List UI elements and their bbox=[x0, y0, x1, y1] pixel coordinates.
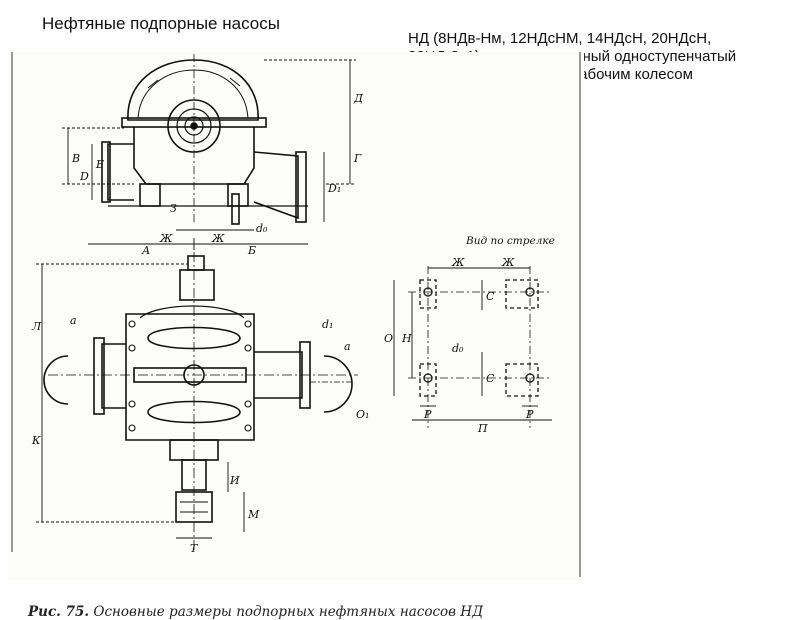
dim-G: Г bbox=[353, 152, 362, 165]
suction-nozzle bbox=[101, 343, 126, 409]
dim-I: И bbox=[229, 474, 240, 487]
side-view-dimensions bbox=[62, 59, 356, 250]
pump-casing-plan bbox=[125, 313, 255, 441]
suction-branch bbox=[107, 143, 134, 201]
arrow-view bbox=[408, 266, 552, 428]
discharge-diffuser bbox=[253, 151, 299, 220]
dim-K: К bbox=[31, 434, 41, 447]
dim-B: Б bbox=[247, 244, 256, 257]
right-arc bbox=[323, 355, 353, 413]
dim-O1: O₁ bbox=[356, 408, 369, 421]
dim-vS2: С bbox=[486, 372, 495, 385]
dim-Zh1: Ж bbox=[159, 232, 173, 245]
dim-Z: З bbox=[170, 202, 177, 215]
dim-Zh2: Ж bbox=[211, 232, 225, 245]
dim-A: А bbox=[141, 244, 150, 257]
dim-T: Т bbox=[190, 542, 199, 555]
dim-a1: a bbox=[70, 314, 77, 327]
dim-vZh2: Ж bbox=[501, 256, 515, 269]
dim-E: Е bbox=[95, 158, 104, 171]
arrow-view-dimensions bbox=[393, 267, 552, 421]
coupling-top bbox=[187, 255, 205, 271]
dim-vP: П bbox=[477, 422, 488, 435]
dim-d1: d₁ bbox=[322, 318, 333, 331]
slide-title: Нефтяные подпорные насосы bbox=[42, 14, 280, 33]
dim-vR1: Р bbox=[423, 408, 432, 421]
dim-L: Л bbox=[31, 320, 42, 333]
dim-V: В bbox=[71, 152, 80, 165]
figure-caption: Рис. 75. Основные размеры подпорных нефт… bbox=[28, 604, 483, 620]
side-view bbox=[101, 54, 308, 225]
dim-vO: О bbox=[384, 332, 393, 345]
dim-D: Д bbox=[353, 92, 364, 105]
plan-view bbox=[43, 252, 358, 552]
dim-vR2: Р bbox=[525, 408, 534, 421]
caption-prefix: Рис. 75. bbox=[28, 604, 90, 620]
dim-a2: a bbox=[344, 340, 351, 353]
dim-vS1: С bbox=[486, 290, 495, 303]
dim-M: М bbox=[247, 508, 260, 521]
dim-vN: Н bbox=[401, 332, 412, 345]
dim-d0: d₀ bbox=[256, 222, 268, 235]
volute-casing bbox=[127, 59, 259, 121]
caption-text: Основные размеры подпорных нефтяных насо… bbox=[93, 604, 484, 620]
pump-dimension-drawing: В Е D Д Г D₁ З Ж Ж d₀ А Б Л К a a d₁ O₁ … bbox=[11, 52, 581, 577]
view-by-arrow-label: Вид по стрелке bbox=[465, 235, 555, 247]
dim-vZh1: Ж bbox=[451, 256, 465, 269]
pump-drawing-figure: В Е D Д Г D₁ З Ж Ж d₀ А Б Л К a a d₁ O₁ … bbox=[8, 52, 584, 620]
dim-vd0: d₀ bbox=[452, 342, 464, 355]
dim-Dn: D bbox=[79, 170, 89, 183]
dimension-labels: В Е D Д Г D₁ З Ж Ж d₀ А Б Л К a a d₁ O₁ … bbox=[31, 92, 555, 555]
plan-view-dimensions bbox=[36, 263, 245, 539]
dim-D1: D₁ bbox=[327, 182, 341, 195]
left-arc bbox=[43, 355, 69, 405]
